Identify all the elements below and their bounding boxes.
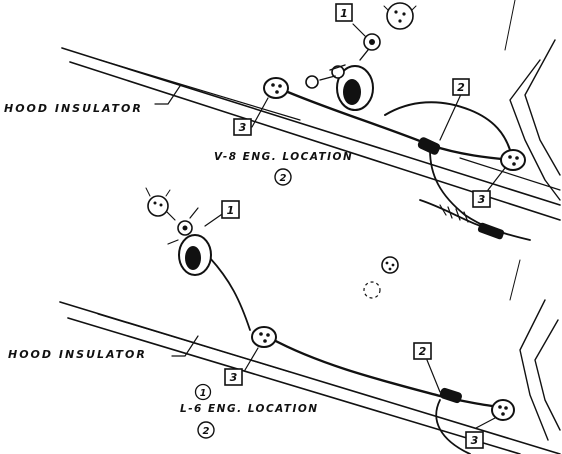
callout-bottom-1: 1 <box>221 200 240 219</box>
top-circled-2: 2 <box>274 168 292 186</box>
loose-bulb <box>381 256 399 274</box>
svg-text:2: 2 <box>419 345 427 358</box>
bottom-circled-2: 2 <box>197 421 215 439</box>
top-clip-left <box>263 77 289 99</box>
top-leaders <box>154 23 506 191</box>
callout-bottom-3-left: 3 <box>224 368 243 386</box>
l6-location-label: L-6 ENG. LOCATION <box>180 403 319 415</box>
top-harness-wire-upper <box>384 101 511 151</box>
callout-bottom-3-right: 3 <box>465 431 484 449</box>
top-bulb <box>383 2 417 30</box>
top-lamp-socket <box>305 33 381 111</box>
dashed-bulb-outline <box>363 281 381 299</box>
top-harness-wire <box>281 88 514 162</box>
hood-insulator-label-bottom: HOOD INSULATOR <box>8 348 147 361</box>
svg-text:3: 3 <box>478 193 486 206</box>
bottom-lamp-socket <box>164 207 212 276</box>
callout-top-2: 2 <box>452 78 470 96</box>
top-connector <box>417 137 505 240</box>
callout-bottom-2: 2 <box>413 342 432 360</box>
bottom-harness-branch <box>435 399 471 454</box>
v8-location-label: V-8 ENG. LOCATION <box>214 151 353 163</box>
bottom-bulb <box>145 187 171 217</box>
bottom-clip-right <box>491 399 515 421</box>
bottom-harness-lead <box>209 257 251 331</box>
svg-text:2: 2 <box>280 173 287 184</box>
svg-text:2: 2 <box>457 81 465 94</box>
svg-text:3: 3 <box>239 121 247 134</box>
v8-assembly: HOOD INSULATOR V-8 ENG. LOCATION 2 1 2 3… <box>4 0 561 241</box>
bottom-harness-wire <box>268 336 507 410</box>
bottom-connector <box>439 387 462 404</box>
svg-text:3: 3 <box>471 434 479 447</box>
hood-insulator-label-top: HOOD INSULATOR <box>4 102 143 115</box>
callout-top-3-left: 3 <box>233 118 252 136</box>
svg-text:1: 1 <box>340 7 348 20</box>
svg-text:2: 2 <box>203 426 210 437</box>
bottom-clip-left <box>251 326 277 348</box>
callout-top-1: 1 <box>335 3 353 22</box>
callout-top-3-right: 3 <box>472 190 491 208</box>
bottom-hood-panel-edges <box>59 301 561 454</box>
svg-text:1: 1 <box>200 388 207 399</box>
svg-text:1: 1 <box>227 204 235 217</box>
bottom-hood-corrugation <box>509 259 561 441</box>
svg-text:3: 3 <box>230 371 238 384</box>
bottom-circled-1: 1 <box>194 383 212 401</box>
top-hood-corrugation <box>504 0 561 201</box>
l6-assembly: HOOD INSULATOR L-6 ENG. LOCATION 1 2 1 2… <box>8 187 561 454</box>
top-clip-right <box>500 149 526 171</box>
